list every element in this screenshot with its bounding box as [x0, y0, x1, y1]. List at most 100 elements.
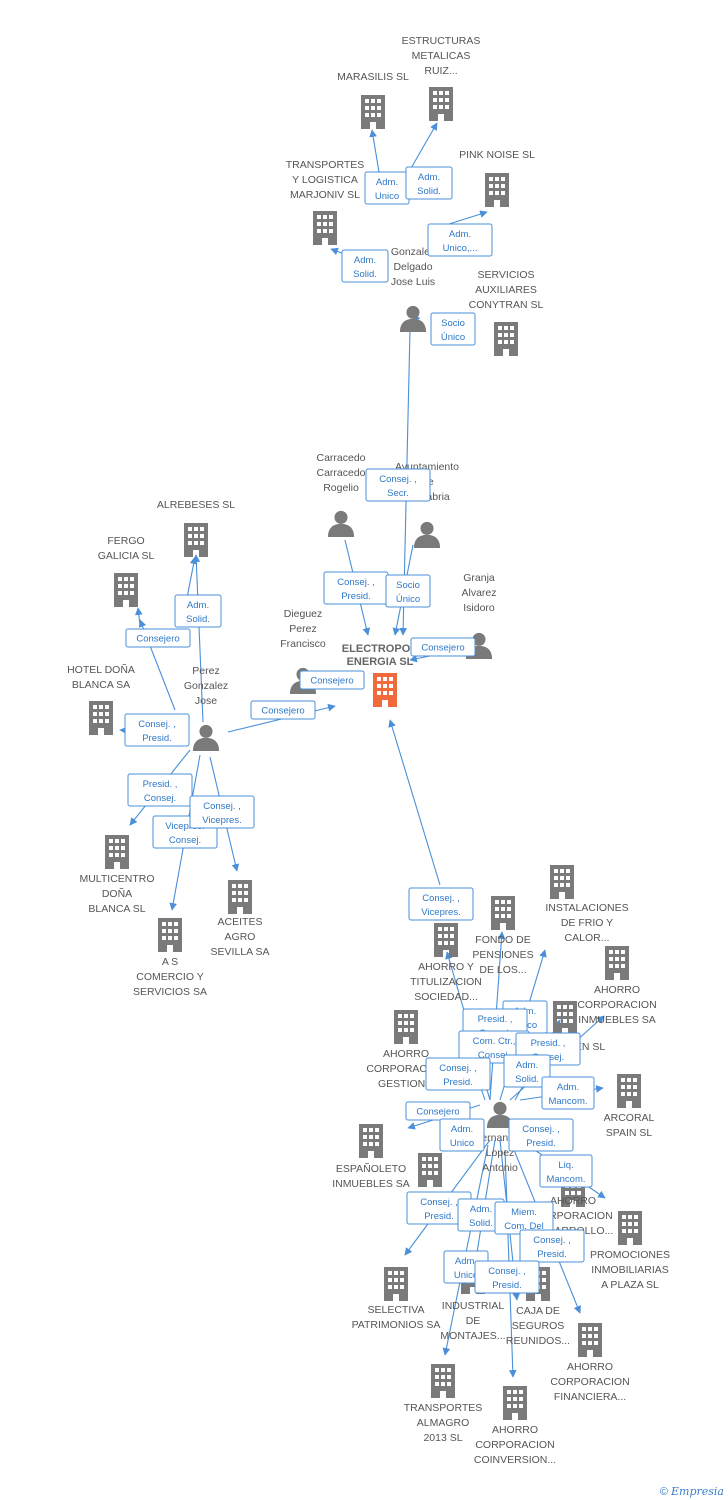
relation-label: Consej. ,Presid.: [488, 1266, 526, 1291]
company-node-marasilis[interactable]: MARASILIS SL: [337, 71, 409, 129]
relation-box: [408, 887, 474, 921]
relation-box: [503, 1054, 551, 1088]
company-node-pinknoise[interactable]: PINK NOISE SL: [459, 149, 535, 207]
edge-line: [409, 122, 438, 171]
relation-badge-r29[interactable]: Liq.Mancom.: [539, 1154, 593, 1188]
relation-badge-r15[interactable]: Presid. ,Consej.: [127, 773, 193, 807]
relation-label: Adm.Solid.: [515, 1060, 539, 1085]
relation-label: Consej. ,Presid.: [420, 1197, 458, 1222]
relation-box: [125, 628, 191, 648]
relation-badge-r11[interactable]: Consejero: [299, 670, 365, 690]
company-node-en_sl[interactable]: EN SL: [553, 1001, 605, 1053]
building-icon: [553, 1001, 577, 1035]
person-icon: [413, 521, 441, 548]
relation-badge-r9[interactable]: Consejero: [125, 628, 191, 648]
relation-label: Consej. ,Vicepres.: [202, 801, 241, 826]
relation-badge-r18[interactable]: Consej. ,Vicepres.: [408, 887, 474, 921]
relation-label: Adm.Unico: [375, 177, 399, 202]
relation-box: [365, 468, 431, 502]
relation-label: Consejero: [136, 634, 179, 645]
relation-badge-r3[interactable]: Adm.Unico,...: [427, 223, 493, 257]
relation-label: Adm.Unico: [450, 1124, 474, 1149]
person-icon: [192, 724, 220, 751]
relation-badge-r24[interactable]: Adm.Solid.: [503, 1054, 551, 1088]
relation-badge-r14[interactable]: Consej. ,Presid.: [124, 713, 190, 747]
relation-badge-r28[interactable]: Consej. ,Presid.: [508, 1118, 574, 1152]
relation-badge-r35[interactable]: Consej. ,Presid.: [474, 1260, 540, 1294]
relations-layer: Adm.UnicoAdm.Solid.Adm.Unico,...Adm.Soli…: [124, 166, 595, 1294]
relation-label: Adm.Solid.: [417, 172, 441, 197]
relation-badge-r12[interactable]: Adm.Solid.: [174, 594, 222, 628]
building-icon: [228, 880, 252, 914]
relation-badge-r33[interactable]: Consej. ,Presid.: [519, 1229, 585, 1263]
company-node-alrebeses[interactable]: ALREBESES SL: [157, 499, 235, 557]
relation-badge-r6[interactable]: Consej. ,Secr.: [365, 468, 431, 502]
relation-badge-r23[interactable]: Consej. ,Presid.: [425, 1057, 491, 1091]
relation-badge-r10[interactable]: Consejero: [410, 637, 476, 657]
brand-credit[interactable]: © Empresia: [660, 1485, 724, 1498]
relation-label: Consejero: [310, 676, 353, 687]
relation-badge-r1[interactable]: Adm.Unico: [364, 171, 410, 205]
building-icon: [431, 1364, 455, 1398]
relation-badge-r30[interactable]: Consej. ,Presid.: [406, 1191, 472, 1225]
building-icon: [359, 1124, 383, 1158]
building-icon: [105, 835, 129, 869]
relation-label: Consej. ,Presid.: [522, 1124, 560, 1149]
relation-label: Presid. ,Consej.: [143, 779, 178, 804]
relation-box: [189, 795, 255, 829]
building-icon: [578, 1323, 602, 1357]
relation-box: [405, 166, 453, 200]
relation-badge-r32[interactable]: Miem.Com. Del: [494, 1201, 554, 1235]
relation-badge-r4[interactable]: Adm.Solid.: [341, 249, 389, 283]
relation-badge-r2[interactable]: Adm.Solid.: [405, 166, 453, 200]
building-icon: [384, 1267, 408, 1301]
relation-box: [250, 700, 316, 720]
relation-badge-r7[interactable]: Consej. ,Presid.: [323, 571, 389, 605]
building-icon: [184, 523, 208, 557]
relation-badge-r13[interactable]: Consejero: [250, 700, 316, 720]
relation-badge-r17[interactable]: Consej. ,Vicepres.: [189, 795, 255, 829]
relation-badge-r31[interactable]: Adm.Solid.: [457, 1198, 505, 1232]
relation-badge-r27[interactable]: Adm.Unico: [439, 1118, 485, 1152]
relation-label: Adm.Solid.: [469, 1204, 493, 1229]
relation-badge-r25[interactable]: Adm.Mancom.: [541, 1076, 595, 1110]
relation-badge-r26[interactable]: Consejero: [405, 1101, 471, 1121]
